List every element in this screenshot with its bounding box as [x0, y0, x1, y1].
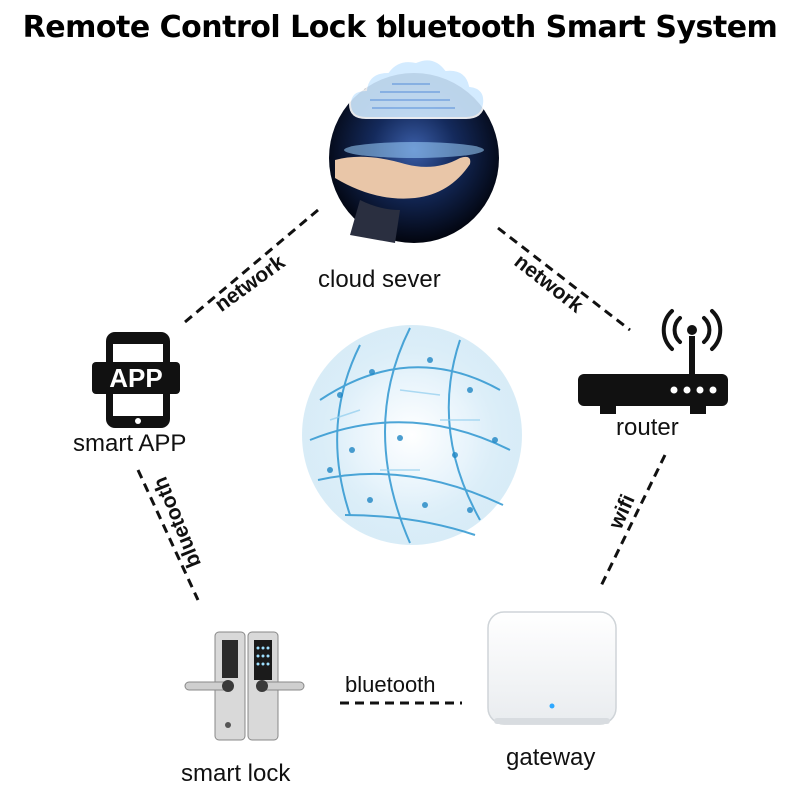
cloud-server-label: cloud sever [318, 266, 441, 293]
gateway-icon [487, 611, 617, 725]
link-app-lock-line [136, 469, 200, 601]
link-app-cloud-line [184, 208, 319, 324]
link-lock-gateway-label: bluetooth [345, 672, 436, 697]
page-title: Remote Control Lock ƅluetooth Smart Syst… [22, 10, 778, 45]
door-lock-icon [184, 631, 305, 741]
cloud-in-hand-icon [329, 58, 499, 243]
link-router-gateway-line [598, 454, 667, 589]
smart-app-label: smart APP [73, 430, 187, 457]
gateway-label: gateway [506, 744, 596, 771]
router-label: router [616, 414, 679, 441]
link-cloud-router-line [497, 226, 631, 332]
smart-lock-label: smart lock [181, 760, 291, 787]
smartphone-icon [92, 332, 180, 428]
app-icon-text: APP [109, 363, 163, 393]
digital-globe-icon [302, 325, 522, 545]
router-icon [578, 309, 728, 414]
